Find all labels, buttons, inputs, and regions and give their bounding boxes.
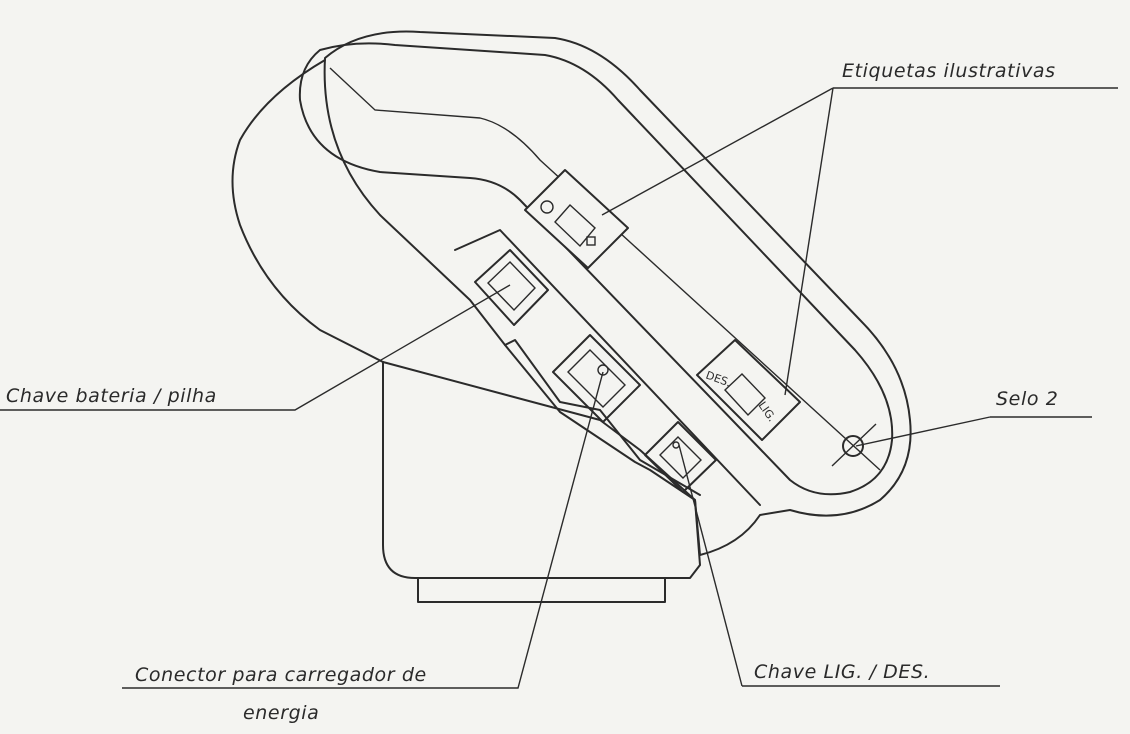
label-etiquetas: Etiquetas ilustrativas [842, 60, 1056, 82]
label-conector-line2: energia [243, 702, 320, 724]
device-left-body [231, 59, 384, 363]
battery-switch[interactable] [474, 249, 549, 326]
seal-2 [831, 423, 877, 467]
device-groove [329, 67, 881, 471]
device-side-panel [454, 229, 761, 506]
label-chave-bateria: Chave bateria / pilha [6, 385, 217, 407]
device-base [382, 361, 701, 579]
leader-lines [0, 87, 1118, 689]
device-housing-inner [298, 42, 894, 496]
power-switch[interactable] [644, 421, 717, 493]
label-plate-upper [524, 169, 629, 269]
label-plate-lower: DES. LIG. [696, 339, 801, 441]
label-chave-lig: Chave LIG. / DES. [754, 661, 931, 683]
charger-connector[interactable] [552, 334, 641, 423]
label-selo: Selo 2 [996, 388, 1059, 410]
device-housing-outer [323, 30, 912, 556]
label-conector-line1: Conector para carregador de [135, 664, 427, 686]
